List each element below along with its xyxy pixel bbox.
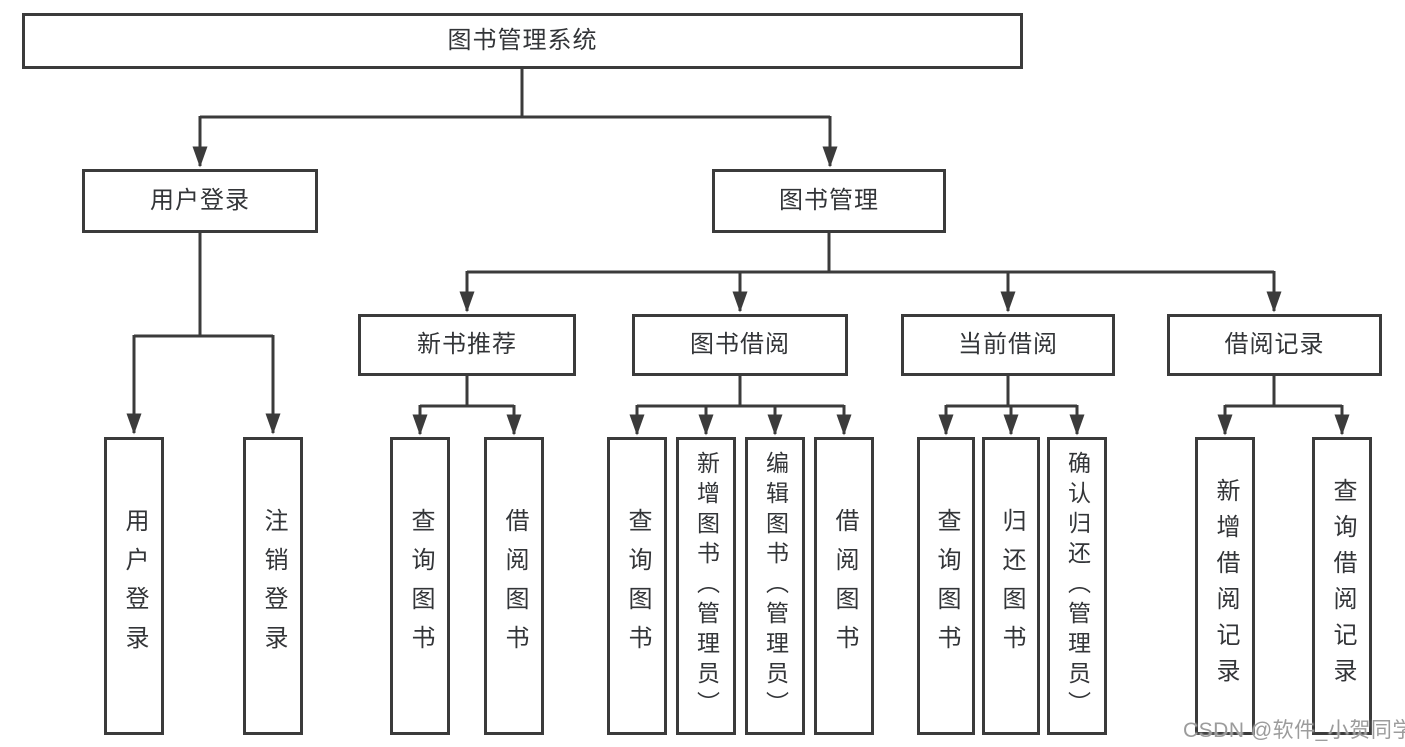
csdn-watermark: CSDN @软件_小贺同学 — [1183, 719, 1405, 742]
leaf-logout: 注销登录 — [243, 437, 303, 735]
leaf-query-borrow-record: 查询借阅记录 — [1312, 437, 1372, 735]
leaf-query-books-recommend: 查询图书 — [390, 437, 450, 735]
node-library-management-system: 图书管理系统 — [22, 13, 1023, 69]
leaf-return-books: 归还图书 — [982, 437, 1040, 735]
node-book-borrowing: 图书借阅 — [632, 314, 848, 376]
node-new-book-recommendation: 新书推荐 — [358, 314, 576, 376]
leaf-confirm-return-admin: 确认归还（管理员） — [1047, 437, 1107, 735]
leaf-edit-books-admin: 编辑图书（管理员） — [745, 437, 805, 735]
leaf-borrow-books: 借阅图书 — [814, 437, 874, 735]
node-current-borrowing: 当前借阅 — [901, 314, 1115, 376]
leaf-query-books-borrow: 查询图书 — [607, 437, 667, 735]
leaf-borrow-books-recommend: 借阅图书 — [484, 437, 544, 735]
leaf-query-books-current: 查询图书 — [917, 437, 975, 735]
leaf-user-login: 用户登录 — [104, 437, 164, 735]
node-borrowing-records: 借阅记录 — [1167, 314, 1382, 376]
node-user-login: 用户登录 — [82, 169, 318, 233]
node-book-management: 图书管理 — [712, 169, 946, 233]
leaf-add-books-admin: 新增图书（管理员） — [676, 437, 736, 735]
leaf-add-borrow-record: 新增借阅记录 — [1195, 437, 1255, 735]
